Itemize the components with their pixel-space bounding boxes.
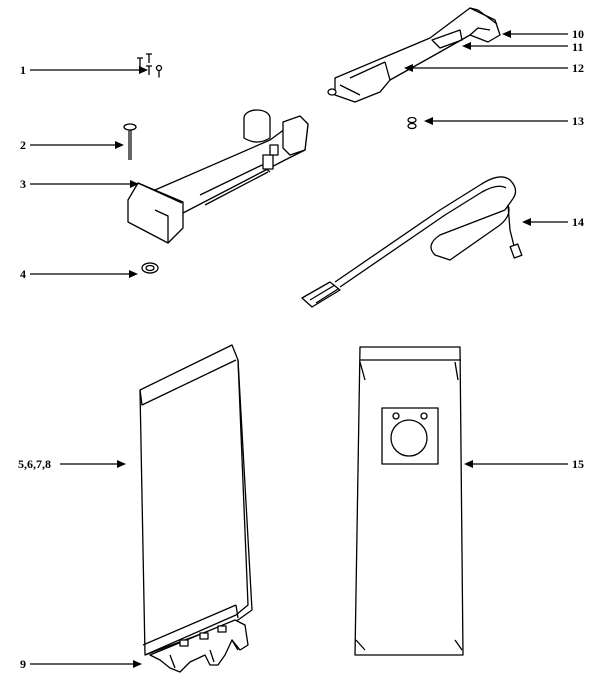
bolt-part (123, 123, 137, 160)
callout-4: 4 (20, 267, 138, 281)
callout-9: 9 (20, 657, 142, 671)
outer-bag-part (139, 344, 253, 673)
cord-part (301, 176, 523, 308)
handle-part (327, 7, 501, 103)
paper-bag-part (354, 346, 464, 656)
callout-11: 11 (462, 40, 583, 54)
callout-label: 2 (20, 138, 26, 152)
callout-label: 4 (20, 267, 26, 281)
callout-13: 13 (424, 114, 584, 128)
callout-3: 3 (20, 177, 139, 191)
screws-part (137, 53, 163, 78)
callout-1: 1 (20, 63, 148, 77)
tiny-screw-part (407, 116, 417, 130)
bag-fitting-part (149, 619, 249, 673)
callout-14: 14 (522, 215, 584, 229)
nut-part (141, 262, 159, 274)
callout-label: 5,6,7,8 (18, 457, 51, 471)
callout-label: 9 (20, 657, 26, 671)
callout-label: 15 (572, 457, 584, 471)
callout-12: 12 (404, 61, 584, 75)
callout-label: 13 (572, 114, 584, 128)
callout-label: 10 (572, 27, 584, 41)
callout-5-8: 5,6,7,8 (18, 457, 126, 471)
bracket-part (127, 109, 309, 244)
callout-label: 3 (20, 177, 26, 191)
callout-label: 1 (20, 63, 26, 77)
callout-2: 2 (20, 138, 124, 152)
callout-label: 12 (572, 61, 584, 75)
callout-10: 10 (502, 27, 584, 41)
callout-15: 15 (464, 457, 584, 471)
callout-label: 11 (572, 40, 583, 54)
callout-label: 14 (572, 215, 584, 229)
